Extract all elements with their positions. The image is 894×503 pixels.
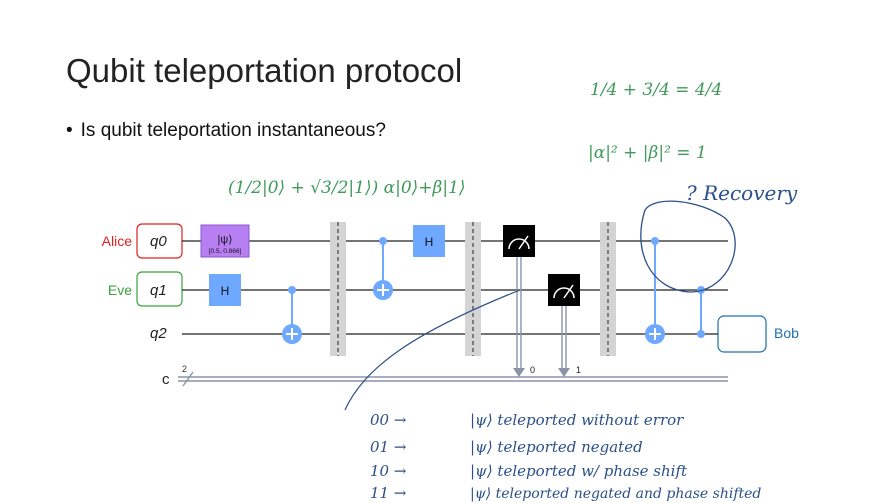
cz-control-q2 <box>697 330 705 338</box>
note-normalization: |α|² + |β|² = 1 <box>588 143 707 163</box>
cx1-target <box>282 324 302 344</box>
recovery-scribble <box>640 200 736 293</box>
outcome-text-10: |ψ⟩ teleported w/ phase shift <box>470 462 688 480</box>
note-sum: 1/4 + 3/4 = 4/4 <box>590 80 722 100</box>
outcome-list: 00 → |ψ⟩ teleported without error 01 → |… <box>370 411 761 502</box>
measure-q1 <box>548 274 580 377</box>
bullet-dot: • <box>66 120 73 141</box>
cx2-target <box>373 280 393 300</box>
h-gate-q1-label: H <box>221 284 230 298</box>
slide-title: Qubit teleportation protocol <box>66 52 463 89</box>
h-gate-q0-label: H <box>425 235 434 249</box>
note-state: (1/2|0⟩ + √3/2|1⟩) α|0⟩+β|1⟩ <box>228 178 466 198</box>
init-gate-label: |ψ⟩ <box>218 234 233 246</box>
outcome-bits-01: 01 → <box>370 438 407 456</box>
measure-q0 <box>503 225 535 377</box>
cx3-control <box>651 237 659 245</box>
outcome-text-00: |ψ⟩ teleported without error <box>470 411 684 429</box>
note-recovery: ? Recovery <box>686 181 798 205</box>
classical-slash <box>182 371 194 387</box>
measure-index-0: 0 <box>530 365 535 375</box>
qubit-label-q0: q0 <box>150 233 167 250</box>
outcome-bits-11: 11 → <box>370 484 407 502</box>
barrier-2 <box>465 222 481 356</box>
cx3-target <box>645 324 665 344</box>
qubit-label-q2: q2 <box>150 325 167 342</box>
bob-label: Bob <box>774 325 799 341</box>
outcome-text-11: |ψ⟩ teleported negated and phase shifted <box>470 486 761 502</box>
barrier-1 <box>330 222 346 356</box>
barrier-3 <box>600 222 616 356</box>
cx2-control <box>379 237 387 245</box>
bullet-point: • Is qubit teleportation instantaneous? <box>66 120 386 142</box>
measure-index-1: 1 <box>576 365 581 375</box>
eve-box <box>136 271 183 307</box>
bob-box <box>717 315 767 353</box>
classical-label: c <box>162 371 170 388</box>
init-gate-params: [0.5, 0.866] <box>209 248 242 255</box>
h-gate-q1 <box>209 274 241 306</box>
h-gate-q0 <box>413 225 445 257</box>
outcome-text-01: |ψ⟩ teleported negated <box>470 438 643 456</box>
pointer-stroke <box>344 289 521 411</box>
eve-label: Eve <box>108 282 132 298</box>
alice-label: Alice <box>102 233 133 249</box>
outcome-bits-10: 10 → <box>370 462 407 480</box>
qubit-label-q1: q1 <box>150 282 167 299</box>
init-gate <box>200 224 250 258</box>
classical-width: 2 <box>182 364 187 374</box>
bullet-text: Is qubit teleportation instantaneous? <box>80 120 386 141</box>
outcome-bits-00: 00 → <box>370 411 407 429</box>
cx1-control <box>288 286 296 294</box>
